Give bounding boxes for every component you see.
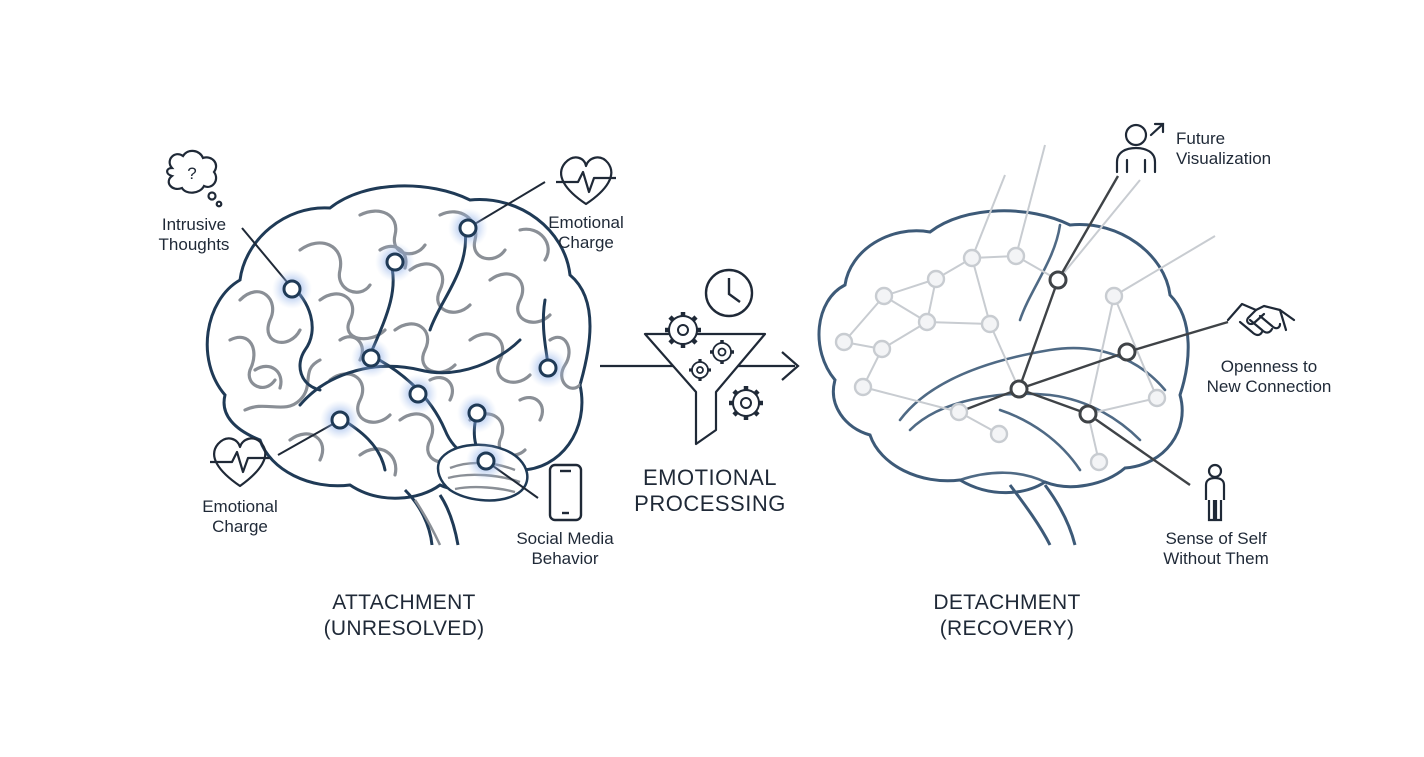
label-line: Behavior — [531, 549, 599, 568]
node-2 — [375, 242, 415, 282]
node-7 — [320, 400, 360, 440]
gear-icon — [729, 386, 763, 420]
funnel-icon — [643, 332, 767, 446]
label-line: New Connection — [1206, 377, 1332, 396]
label-line: Charge — [558, 233, 614, 252]
heartbeat-icon — [210, 437, 270, 488]
phone-icon — [548, 463, 583, 522]
left-brain-nodes — [272, 208, 568, 481]
right-brain-key-nodes — [1009, 270, 1137, 424]
svg-text:?: ? — [187, 164, 196, 183]
gear-icon — [710, 340, 734, 364]
person-arrow-icon — [1115, 122, 1165, 174]
middle-section-title: EMOTIONAL PROCESSING — [620, 465, 800, 517]
label-future-visualization: Future Visualization — [1176, 129, 1306, 169]
gear-icon — [665, 312, 701, 348]
label-line: Intrusive — [161, 215, 227, 234]
right-section-title: DETACHMENT (RECOVERY) — [907, 590, 1107, 642]
node-3 — [448, 208, 488, 248]
gear-icon — [689, 359, 711, 381]
heartbeat-icon — [556, 156, 616, 206]
node-4 — [351, 338, 391, 378]
node-8 — [457, 393, 497, 433]
title-line: PROCESSING — [634, 491, 786, 516]
label-sense-of-self: Sense of Self Without Them — [1150, 529, 1282, 569]
thought-bubble-icon: ? — [166, 149, 223, 208]
left-section-title: ATTACHMENT (UNRESOLVED) — [304, 590, 504, 642]
person-icon — [1204, 463, 1226, 522]
node-9 — [466, 441, 506, 481]
title-line: ATTACHMENT — [332, 591, 476, 614]
node-5 — [528, 348, 568, 388]
title-line: EMOTIONAL — [642, 465, 778, 490]
label-line: Without Them — [1163, 549, 1269, 568]
label-social-media-behavior: Social Media Behavior — [508, 529, 622, 569]
title-line: DETACHMENT — [933, 591, 1081, 614]
node-1 — [272, 269, 312, 309]
label-line: Emotional — [548, 213, 624, 232]
label-line: Emotional — [202, 497, 278, 516]
clock-icon — [704, 268, 754, 318]
title-line: (UNRESOLVED) — [323, 617, 485, 640]
label-emotional-charge-bottom: Emotional Charge — [192, 497, 288, 537]
processing-group — [600, 268, 800, 446]
node-6 — [398, 374, 438, 414]
label-line: Future — [1176, 129, 1226, 148]
label-line: Openness to — [1220, 357, 1318, 376]
title-line: (RECOVERY) — [939, 617, 1075, 640]
label-intrusive-thoughts: Intrusive Thoughts — [148, 215, 240, 255]
arrow-right-icon — [781, 351, 800, 381]
right-brain-light-nodes — [834, 246, 1167, 472]
label-line: Thoughts — [158, 235, 230, 254]
label-emotional-charge-top: Emotional Charge — [538, 213, 634, 253]
label-openness-new-connection: Openness to New Connection — [1196, 357, 1342, 397]
left-brain — [205, 181, 592, 546]
label-line: Charge — [212, 517, 268, 536]
label-line: Social Media — [516, 529, 614, 548]
right-brain — [817, 144, 1229, 546]
label-line: Visualization — [1176, 149, 1272, 168]
handshake-icon — [1226, 302, 1296, 337]
label-line: Sense of Self — [1165, 529, 1267, 548]
